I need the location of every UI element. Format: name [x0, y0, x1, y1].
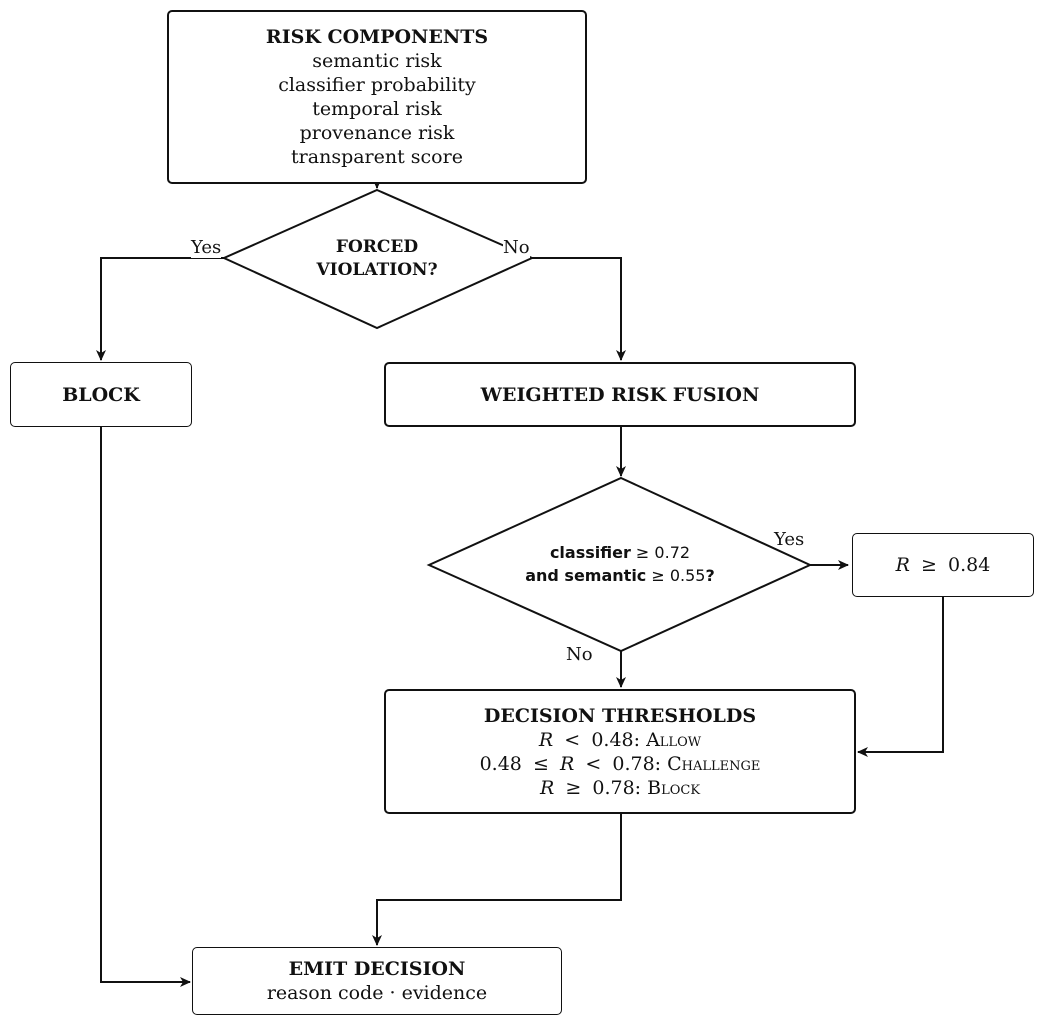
weighted-risk-fusion-box: WEIGHTED RISK FUSION	[384, 362, 856, 427]
decision-thresholds-title: DECISION THRESHOLDS	[483, 704, 757, 727]
arrow-thresholds-to-emit	[372, 814, 622, 946]
threshold-op: ≤	[532, 752, 549, 775]
question-mark: ?	[705, 566, 715, 585]
risk-component-item: semantic risk	[312, 50, 442, 72]
classifier-check-label: classifier ≥ 0.72 and semantic ≥ 0.55?	[490, 541, 750, 587]
threshold-action: Challenge	[667, 752, 761, 775]
threshold-op: ≥	[565, 776, 582, 799]
emit-decision-title: EMIT DECISION	[288, 958, 466, 980]
threshold-value: 0.48:	[591, 728, 641, 751]
decision-thresholds-box: DECISION THRESHOLDS R < 0.48: Allow 0.48…	[384, 689, 856, 814]
forced-violation-line1: FORCED	[335, 237, 419, 257]
forced-no-label: No	[503, 237, 530, 258]
override-condition: R ≥ 0.84	[896, 553, 991, 577]
emit-decision-box: EMIT DECISION reason code · evidence	[192, 947, 562, 1015]
override-box: R ≥ 0.84	[852, 533, 1034, 597]
risk-component-item: provenance risk	[299, 122, 455, 144]
threshold-action: Allow	[646, 728, 702, 751]
threshold-row-allow: R < 0.48: Allow	[539, 728, 701, 752]
threshold-row-challenge: 0.48 ≤ R < 0.78: Challenge	[480, 752, 761, 776]
threshold-value: 0.78:	[592, 776, 642, 799]
arrow-forced-no-to-fusion	[532, 257, 626, 361]
override-op: ≥	[921, 554, 937, 576]
threshold-row-block: R ≥ 0.78: Block	[540, 776, 700, 800]
classifier-term: classifier	[549, 543, 631, 562]
weighted-risk-fusion-label: WEIGHTED RISK FUSION	[480, 383, 760, 406]
block-label: BLOCK	[62, 383, 140, 406]
arrow-forced-yes-to-block	[96, 257, 224, 361]
block-box: BLOCK	[10, 362, 192, 427]
emit-decision-subtitle: reason code · evidence	[266, 982, 488, 1004]
classifier-check-diamond	[426, 476, 813, 653]
threshold-op: <	[585, 752, 602, 775]
forced-violation-label: FORCED VIOLATION?	[282, 236, 472, 282]
risk-component-item: classifier probability	[278, 74, 476, 96]
threshold-var: R	[539, 776, 555, 799]
forced-violation-diamond	[221, 188, 535, 330]
classifier-yes-label: Yes	[774, 529, 805, 550]
threshold-var: R	[538, 728, 554, 751]
override-value: 0.84	[948, 554, 991, 576]
classifier-no-label: No	[566, 644, 593, 665]
override-var: R	[895, 554, 910, 576]
classifier-threshold: ≥ 0.72	[630, 543, 691, 562]
threshold-action: Block	[647, 776, 701, 799]
forced-violation-line2: VIOLATION?	[316, 260, 438, 280]
threshold-op: <	[564, 728, 581, 751]
semantic-threshold: ≥ 0.55	[646, 566, 706, 585]
risk-component-item: temporal risk	[312, 98, 442, 120]
risk-components-title: RISK COMPONENTS	[265, 26, 489, 48]
arrow-override-to-thresholds	[857, 597, 944, 757]
forced-yes-label: Yes	[191, 237, 222, 258]
risk-components-box: RISK COMPONENTS semantic risk classifier…	[167, 10, 587, 184]
arrow-block-to-emit	[100, 427, 191, 987]
semantic-term: and semantic	[525, 566, 647, 585]
risk-component-item: transparent score	[291, 146, 463, 168]
threshold-var: R	[559, 752, 575, 775]
threshold-value: 0.78:	[612, 752, 662, 775]
threshold-low: 0.48	[479, 752, 522, 775]
